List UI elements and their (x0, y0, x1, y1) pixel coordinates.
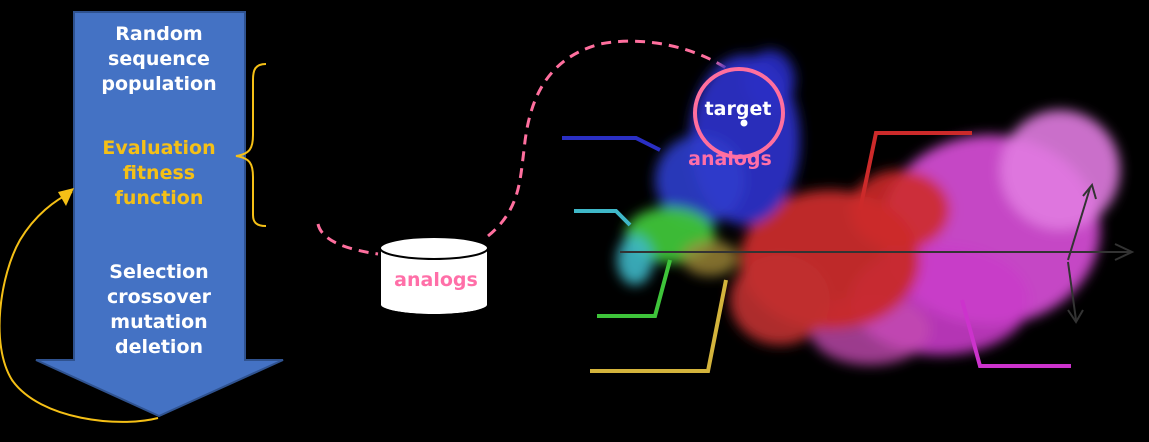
step3-line1: Selection (109, 261, 209, 283)
yellow-leader (590, 279, 728, 373)
cyan-leader (574, 209, 632, 227)
step2-line3: function (114, 187, 204, 209)
target-label: target (705, 98, 772, 120)
step3-line2: crossover (107, 286, 211, 308)
red-leader (858, 131, 972, 211)
blue-leader (562, 136, 661, 152)
curly-brace (235, 63, 267, 227)
database-label: analogs (394, 269, 478, 291)
point-cloud (617, 50, 1120, 365)
step-selection-operators: Selection crossover mutation deletion (74, 260, 244, 360)
target-circle (693, 67, 785, 159)
step1-line3: population (101, 73, 217, 95)
loop-arrowhead (58, 188, 74, 206)
workflow-arrow (35, 11, 284, 418)
step2-line1: Evaluation (102, 137, 216, 159)
step3-line3: mutation (110, 311, 208, 333)
step-evaluation-fitness: Evaluation fitness function (74, 136, 244, 211)
cyan-cluster (617, 235, 653, 285)
axes (620, 182, 1135, 324)
step1-line2: sequence (108, 48, 210, 70)
step2-line2: fitness (122, 162, 196, 184)
magenta-leader (960, 299, 1071, 368)
loop-arrow (0, 191, 159, 423)
green-leader (597, 259, 672, 318)
dashed-connector (316, 39, 727, 256)
step3-line4: deletion (114, 336, 204, 358)
yellow-cluster (682, 240, 738, 276)
analogs-cloud-label: analogs (688, 148, 772, 170)
step1-line1: Random (115, 23, 203, 45)
target-point (740, 119, 748, 127)
database-cylinder (379, 236, 489, 316)
step-random-population: Random sequence population (74, 22, 244, 97)
